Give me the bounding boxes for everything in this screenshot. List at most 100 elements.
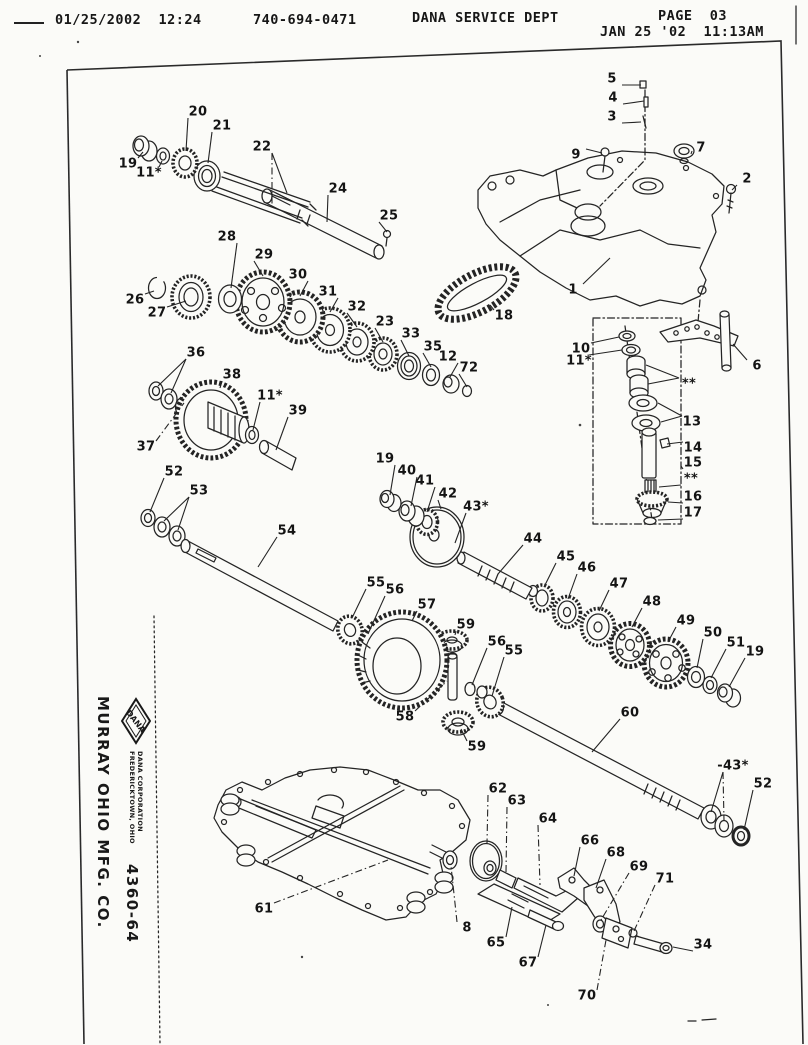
lower-housing xyxy=(213,766,471,921)
part-label-68: 68 xyxy=(606,845,626,861)
part-label-52: 52 xyxy=(164,464,184,480)
part-label-67: 67 xyxy=(518,955,538,971)
part-label-19: 19 xyxy=(118,156,138,172)
part-label-15: 15 xyxy=(683,455,703,471)
part-label-11: 11* xyxy=(566,353,592,369)
part-label-63: 63 xyxy=(507,793,527,809)
part-label-13: 13 xyxy=(682,414,702,430)
gear-train xyxy=(147,269,473,398)
part-label-50: 50 xyxy=(703,625,723,641)
part-label-21: 21 xyxy=(212,118,232,134)
part-label-58: 58 xyxy=(395,709,415,725)
countershaft-group xyxy=(379,489,742,708)
leader-lines xyxy=(137,84,754,991)
sidebar-model-number: 4360-64 xyxy=(123,864,141,944)
part-label-71: 71 xyxy=(655,871,675,887)
part-label-48: 48 xyxy=(642,594,662,610)
part-label-28: 28 xyxy=(217,229,237,245)
fax-timestamp: JAN 25 '02 11:13AM xyxy=(600,24,764,40)
dana-logo: DANA DANA CORPORATION FREDERICKTOWN, OHI… xyxy=(121,697,151,844)
part-label-62: 62 xyxy=(488,781,508,797)
part-label-43: 43* xyxy=(463,499,489,515)
part-label-27: 27 xyxy=(147,305,167,321)
part-label-54: 54 xyxy=(277,523,297,539)
part-label-19: 19 xyxy=(745,644,765,660)
part-label-37: 37 xyxy=(136,439,156,455)
part-label-66: 66 xyxy=(580,833,600,849)
part-label-36: 36 xyxy=(186,345,206,361)
part-label-1: 1 xyxy=(568,282,578,298)
fax-number: 740-694-0471 xyxy=(253,12,357,28)
part-label-14: 14 xyxy=(683,440,703,456)
part-label-7: 7 xyxy=(696,140,706,156)
part-label-17: 17 xyxy=(683,505,703,521)
part-label-57: 57 xyxy=(417,597,437,613)
differential-group xyxy=(140,508,751,847)
part-label-42: 42 xyxy=(438,486,458,502)
dana-caption-line1: DANA CORPORATION xyxy=(136,751,145,832)
part-label-23: 23 xyxy=(375,314,395,330)
part-label-39: 39 xyxy=(288,403,308,419)
part-label-49: 49 xyxy=(676,613,696,629)
part-label-30: 30 xyxy=(288,267,308,283)
part-label-24: 24 xyxy=(328,181,348,197)
sidebar-company-name: MURRAY OHIO MFG. CO. xyxy=(94,696,112,929)
part-label-56: 56 xyxy=(385,582,405,598)
part-label-56: 56 xyxy=(487,634,507,650)
part-label-55: 55 xyxy=(366,575,386,591)
part-label-45: 45 xyxy=(556,549,576,565)
part-label-19: 19 xyxy=(375,451,395,467)
part-label-72: 72 xyxy=(459,360,479,376)
fax-datetime: 01/25/2002 12:24 xyxy=(55,12,202,28)
shifter-assembly xyxy=(592,317,682,526)
part-label-33: 33 xyxy=(401,326,421,342)
part-label-70: 70 xyxy=(577,988,597,1004)
part-label-12: 12 xyxy=(438,349,458,365)
part-label-64: 64 xyxy=(538,811,558,827)
dana-caption-line2: FREDERICKTOWN, OHIO xyxy=(128,751,136,844)
reverse-gear-group xyxy=(148,379,297,471)
part-label-51: 51 xyxy=(726,635,746,651)
brake-assembly xyxy=(429,840,673,955)
shift-rod-bracket xyxy=(659,310,739,372)
dana-caption: DANA CORPORATION FREDERICKTOWN, OHIO xyxy=(128,751,145,844)
part-label-22: 22 xyxy=(252,139,272,155)
upper-housing xyxy=(477,89,725,323)
fax-margin-mark xyxy=(14,22,44,24)
dana-diamond-icon: DANA xyxy=(121,697,151,745)
part-label-60: 60 xyxy=(620,705,640,721)
part-label-61: 61 xyxy=(254,901,274,917)
part-label-4: 4 xyxy=(608,90,618,106)
part-label-2: 2 xyxy=(742,171,752,187)
part-label-5: 5 xyxy=(607,71,617,87)
drive-chain xyxy=(434,263,520,323)
fax-page-number: PAGE 03 xyxy=(658,8,728,24)
part-label-: ** xyxy=(681,376,697,392)
part-label-20: 20 xyxy=(188,104,208,120)
part-label-25: 25 xyxy=(379,208,399,224)
part-label-35: 35 xyxy=(423,339,443,355)
part-label-: ** xyxy=(683,471,699,487)
shift-stem-parts xyxy=(600,80,737,214)
part-label-11: 11* xyxy=(257,388,283,404)
part-label-6: 6 xyxy=(752,358,762,374)
part-label-26: 26 xyxy=(125,292,145,308)
part-label-65: 65 xyxy=(486,935,506,951)
part-label-69: 69 xyxy=(629,859,649,875)
part-label-44: 44 xyxy=(523,531,543,547)
part-label-11: 11* xyxy=(136,165,162,181)
input-shaft-cluster xyxy=(132,135,392,260)
part-label-31: 31 xyxy=(318,284,338,300)
part-label-8: 8 xyxy=(462,920,472,936)
part-label-43: -43* xyxy=(717,758,749,774)
part-label-29: 29 xyxy=(254,247,274,263)
part-label-3: 3 xyxy=(607,109,617,125)
part-label-46: 46 xyxy=(577,560,597,576)
part-label-47: 47 xyxy=(609,576,629,592)
fax-sender: DANA SERVICE DEPT xyxy=(412,10,559,26)
part-label-16: 16 xyxy=(683,489,703,505)
part-label-41: 41 xyxy=(415,473,435,489)
part-label-53: 53 xyxy=(189,483,209,499)
